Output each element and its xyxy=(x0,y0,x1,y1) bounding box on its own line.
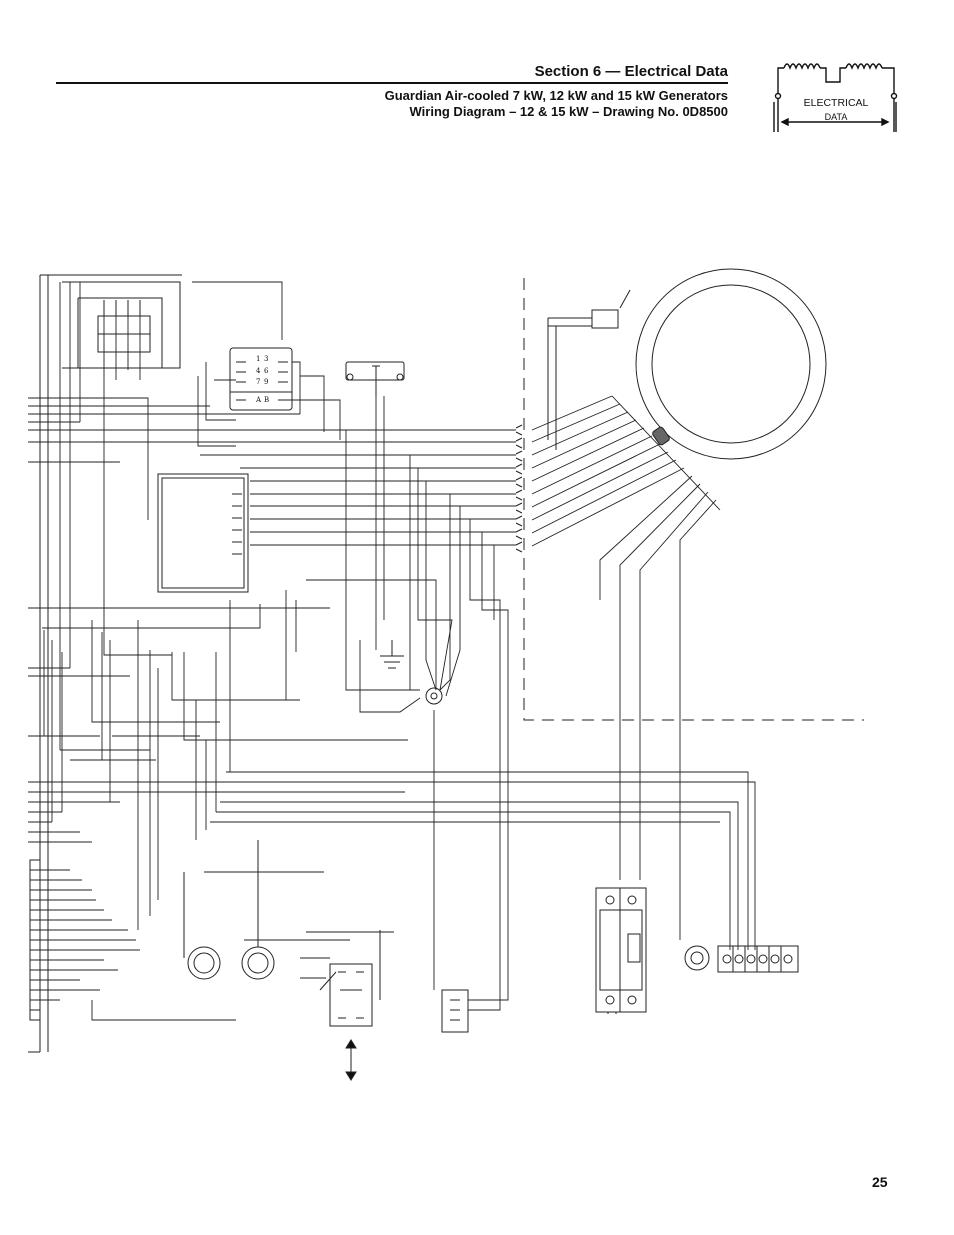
pin-label-3: 3 xyxy=(264,355,268,363)
stator-leads xyxy=(531,395,721,940)
enclosure-boundary xyxy=(523,278,864,721)
subtitle-line-2: Wiring Diagram – 12 & 15 kW – Drawing No… xyxy=(409,104,729,119)
vertical-wires xyxy=(43,281,509,1011)
pin-label-7: 7 xyxy=(256,378,260,386)
coil-icon xyxy=(773,63,898,132)
battery-arrow-icon xyxy=(345,1039,357,1081)
temperature-switch xyxy=(241,840,350,980)
left-bus xyxy=(28,274,182,1053)
terminal-strip xyxy=(29,859,41,1021)
oil-pressure-switch xyxy=(183,871,324,980)
pin-connector xyxy=(229,347,293,411)
logo-label-1: ELECTRICAL xyxy=(804,97,869,109)
harness-terminals xyxy=(515,424,523,553)
subtitle-line-1: Guardian Air-cooled 7 kW, 12 kW and 15 k… xyxy=(384,88,728,103)
pin-label-9: 9 xyxy=(264,378,268,386)
connector-pin-labels: 1 3 4 6 7 9 A B xyxy=(255,355,269,404)
fuse-holder xyxy=(441,989,469,1033)
electrical-data-logo: ELECTRICAL DATA xyxy=(773,63,898,132)
brush-holder xyxy=(547,289,631,450)
section-title: Section 6 — Electrical Data xyxy=(534,63,728,80)
page-number: 25 xyxy=(872,1174,888,1190)
control-module xyxy=(157,473,249,593)
small-relay xyxy=(345,361,405,396)
pin-label-b: B xyxy=(264,396,269,404)
splice-junction xyxy=(425,687,443,705)
header-rule xyxy=(56,82,728,84)
stator xyxy=(635,268,827,460)
circuit-breaker xyxy=(595,887,647,1014)
logo-label-2: DATA xyxy=(825,112,848,122)
pin-label-4: 4 xyxy=(256,367,261,375)
starter-contactor xyxy=(300,930,394,1027)
pin-label-6: 6 xyxy=(264,367,269,375)
subtitle: Guardian Air-cooled 7 kW, 12 kW and 15 k… xyxy=(385,88,728,120)
terminal-block xyxy=(717,945,799,973)
harness-wires xyxy=(28,397,756,1021)
pin-label-a: A xyxy=(255,396,262,404)
pin-label-1: 1 xyxy=(256,355,260,363)
ground-icon xyxy=(380,640,404,669)
grommet xyxy=(684,945,710,971)
